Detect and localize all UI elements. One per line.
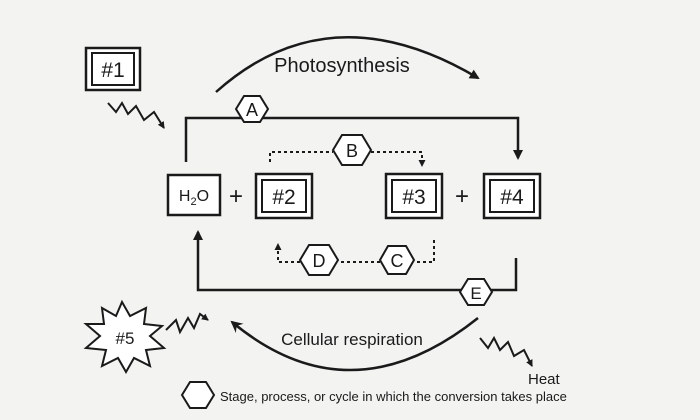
plus-sign-right: + [455, 183, 469, 210]
box-1: #1 [84, 46, 142, 92]
box-3-label: #3 [402, 186, 425, 209]
dotted-line-dc [278, 240, 435, 263]
hexagon-d-label: D [313, 251, 326, 271]
box-4: #4 [482, 172, 542, 220]
hexagon-d: D [298, 244, 340, 276]
hexagon-e: E [458, 278, 494, 306]
box-3: #3 [384, 172, 444, 220]
zigzag-arrow-icon [107, 101, 165, 129]
water-o: O [197, 188, 209, 205]
cellular-respiration-arc-arrow [230, 317, 479, 372]
hexagon-icon [180, 381, 216, 409]
legend: Stage, process, or cycle in which the co… [180, 381, 567, 409]
hexagon-c: C [378, 245, 416, 275]
water-box: H2O [166, 173, 222, 217]
hexagon-b-label: B [346, 141, 358, 161]
box-2-label: #2 [272, 186, 295, 209]
bottom-connector-line [193, 230, 518, 292]
water-h: H [179, 188, 191, 205]
hexagon-a-label: A [246, 100, 258, 120]
legend-text: Stage, process, or cycle in which the co… [220, 389, 567, 404]
water-label: H2O [179, 188, 209, 208]
box-2: #2 [254, 172, 314, 220]
heat-label: Heat [528, 371, 561, 388]
starburst-icon: #5 [83, 299, 167, 375]
burst-5-label: #5 [116, 329, 135, 348]
box-4-label: #4 [500, 186, 524, 209]
hexagon-a: A [234, 95, 270, 123]
hexagon-e-label: E [470, 284, 481, 303]
zigzag-arrow-icon [479, 335, 533, 367]
water-subscript: 2 [190, 196, 196, 208]
hexagon-c-label: C [391, 251, 404, 271]
cellular-respiration-label: Cellular respiration [281, 330, 423, 349]
dotted-line-b [269, 151, 422, 166]
box-1-label: #1 [101, 59, 124, 82]
hexagon-b: B [331, 134, 373, 166]
top-connector-line [184, 116, 523, 162]
photosynthesis-label: Photosynthesis [274, 55, 410, 77]
zigzag-arrow-icon [165, 312, 209, 335]
plus-sign-left: + [229, 183, 243, 210]
photosynthesis-arc-arrow [215, 36, 480, 93]
